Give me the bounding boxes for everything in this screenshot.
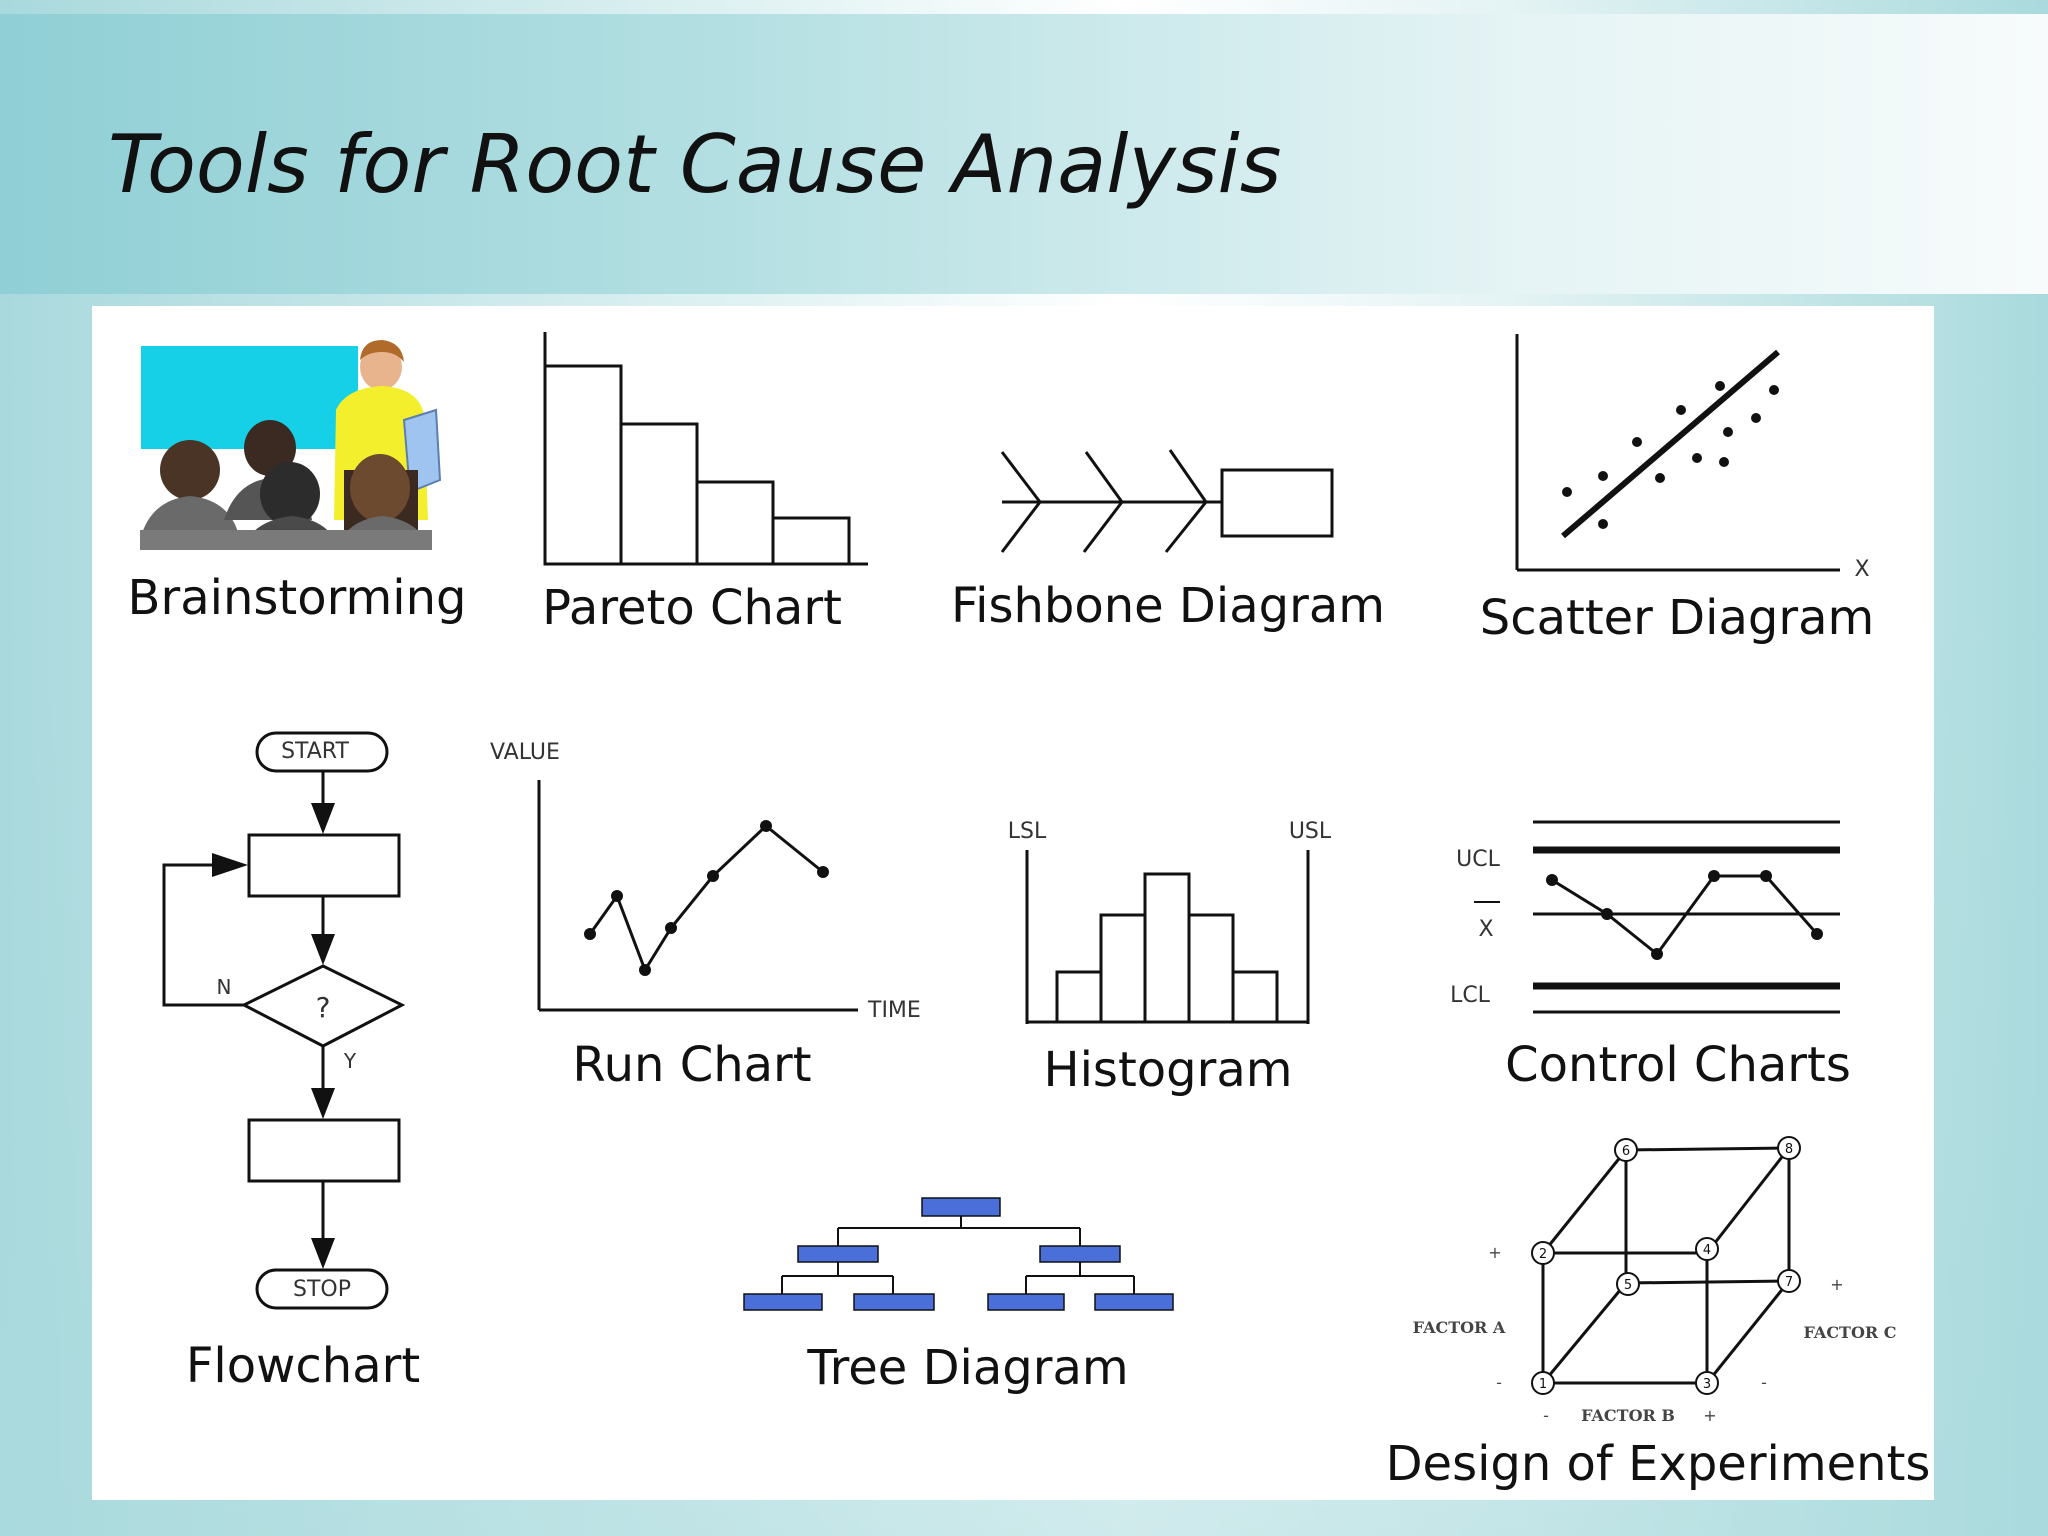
doe-node bbox=[1531, 1241, 1555, 1265]
svg-text:6: 6 bbox=[1622, 1144, 1630, 1159]
doe-node bbox=[1614, 1138, 1638, 1162]
tree-diagram-label: Tree Diagram bbox=[807, 1340, 1129, 1396]
doe-cube-graphic: 1 2 3 4 5 6 7 8 FACTOR A FACTOR B FACTOR… bbox=[1413, 1136, 1897, 1425]
tree-leaf-node bbox=[853, 1293, 935, 1311]
svg-text:3: 3 bbox=[1703, 1377, 1711, 1392]
control-charts-label: Control Charts bbox=[1505, 1037, 1851, 1093]
flowchart-label: Flowchart bbox=[185, 1338, 421, 1394]
tree-leaf-node bbox=[743, 1293, 823, 1311]
doe-node bbox=[1777, 1136, 1801, 1160]
histogram-graphic: LSL USL bbox=[1008, 819, 1332, 1024]
slide-title: Tools for Root Cause Analysis bbox=[108, 118, 1282, 211]
tree-leaf-node bbox=[987, 1293, 1065, 1311]
tree-node bbox=[1039, 1245, 1121, 1263]
ctrl-series-line bbox=[1551, 874, 1819, 957]
run-chart-graphic: VALUE TIME bbox=[490, 740, 921, 1023]
run-value-label: VALUE bbox=[490, 740, 560, 765]
flow-yes-label: Y bbox=[343, 1049, 357, 1073]
run-series-line bbox=[588, 824, 824, 974]
svg-text:4: 4 bbox=[1703, 1243, 1711, 1258]
svg-text:1: 1 bbox=[1539, 1377, 1547, 1392]
doe-node bbox=[1695, 1237, 1719, 1261]
doe-factor-a-label: FACTOR A bbox=[1413, 1318, 1506, 1337]
pareto-bar bbox=[619, 422, 699, 566]
pareto-bar bbox=[695, 480, 775, 566]
flow-stop-label: STOP bbox=[293, 1277, 351, 1302]
fishbone-diagram-label: Fishbone Diagram bbox=[950, 578, 1386, 634]
svg-text:8: 8 bbox=[1785, 1142, 1793, 1157]
doe-node bbox=[1695, 1371, 1719, 1395]
flow-process-box-2 bbox=[247, 1118, 401, 1183]
svg-text:5: 5 bbox=[1624, 1278, 1632, 1293]
scatter-points bbox=[1562, 381, 1779, 529]
svg-text:2: 2 bbox=[1539, 1247, 1547, 1262]
hist-lsl-label: LSL bbox=[1008, 819, 1047, 844]
doe-factor-b-label: FACTOR B bbox=[1581, 1406, 1675, 1425]
doe-node bbox=[1531, 1371, 1555, 1395]
ctrl-lcl-label: LCL bbox=[1450, 983, 1491, 1008]
flow-loop-line bbox=[162, 863, 244, 1007]
tree-leaf-node bbox=[1094, 1293, 1174, 1311]
hist-bar bbox=[1055, 970, 1103, 1024]
scatter-diagram-graphic: X bbox=[1515, 334, 1870, 582]
hist-bar bbox=[1099, 913, 1147, 1024]
tree-node bbox=[797, 1245, 879, 1263]
fishbone-head bbox=[1220, 468, 1334, 538]
scatter-x-label: X bbox=[1854, 557, 1869, 582]
hist-usl-label: USL bbox=[1289, 819, 1332, 844]
hist-bar bbox=[1187, 913, 1235, 1024]
brainstorming-label: Brainstorming bbox=[127, 570, 467, 626]
run-time-label: TIME bbox=[867, 998, 921, 1023]
doe-factor-c-label: FACTOR C bbox=[1803, 1323, 1896, 1342]
tree-root-node bbox=[921, 1197, 1001, 1217]
doe-node bbox=[1616, 1272, 1640, 1296]
pareto-bar bbox=[771, 516, 851, 566]
ctrl-x-label: X bbox=[1478, 917, 1493, 942]
tree-diagram-graphic bbox=[743, 1197, 1174, 1311]
flow-start-label: START bbox=[281, 739, 349, 764]
doe-a-plus: + bbox=[1488, 1243, 1501, 1262]
doe-c-plus: + bbox=[1830, 1275, 1843, 1294]
doe-a-minus: - bbox=[1496, 1373, 1502, 1392]
doe-b-minus: - bbox=[1543, 1406, 1549, 1425]
doe-c-minus: - bbox=[1761, 1373, 1767, 1392]
control-charts-graphic: UCL X LCL bbox=[1450, 820, 1840, 1014]
hist-bar bbox=[1231, 970, 1279, 1024]
fishbone-diagram-graphic bbox=[1000, 449, 1334, 553]
flow-decision-label: ? bbox=[316, 991, 331, 1024]
pareto-chart-label: Pareto Chart bbox=[542, 580, 842, 636]
design-of-experiments-label: Design of Experiments bbox=[1385, 1436, 1931, 1492]
svg-text:7: 7 bbox=[1785, 1275, 1793, 1290]
scatter-diagram-label: Scatter Diagram bbox=[1479, 590, 1875, 646]
run-chart-label: Run Chart bbox=[572, 1037, 812, 1093]
brainstorming-illustration bbox=[140, 340, 442, 550]
histogram-label: Histogram bbox=[1043, 1042, 1293, 1098]
flow-process-box bbox=[247, 833, 401, 898]
doe-node bbox=[1777, 1269, 1801, 1293]
title-banner bbox=[0, 14, 2048, 294]
scatter-trend-line bbox=[1561, 349, 1780, 539]
pareto-chart-graphic bbox=[543, 332, 868, 566]
flow-stop-terminal bbox=[255, 1268, 389, 1310]
flow-no-label: N bbox=[217, 975, 232, 999]
hist-bar bbox=[1143, 872, 1191, 1024]
flowchart-graphic: START ? N Y STOP bbox=[162, 731, 406, 1310]
ctrl-ucl-label: UCL bbox=[1456, 847, 1500, 872]
pareto-bar bbox=[543, 364, 623, 566]
doe-b-plus: + bbox=[1703, 1406, 1716, 1425]
